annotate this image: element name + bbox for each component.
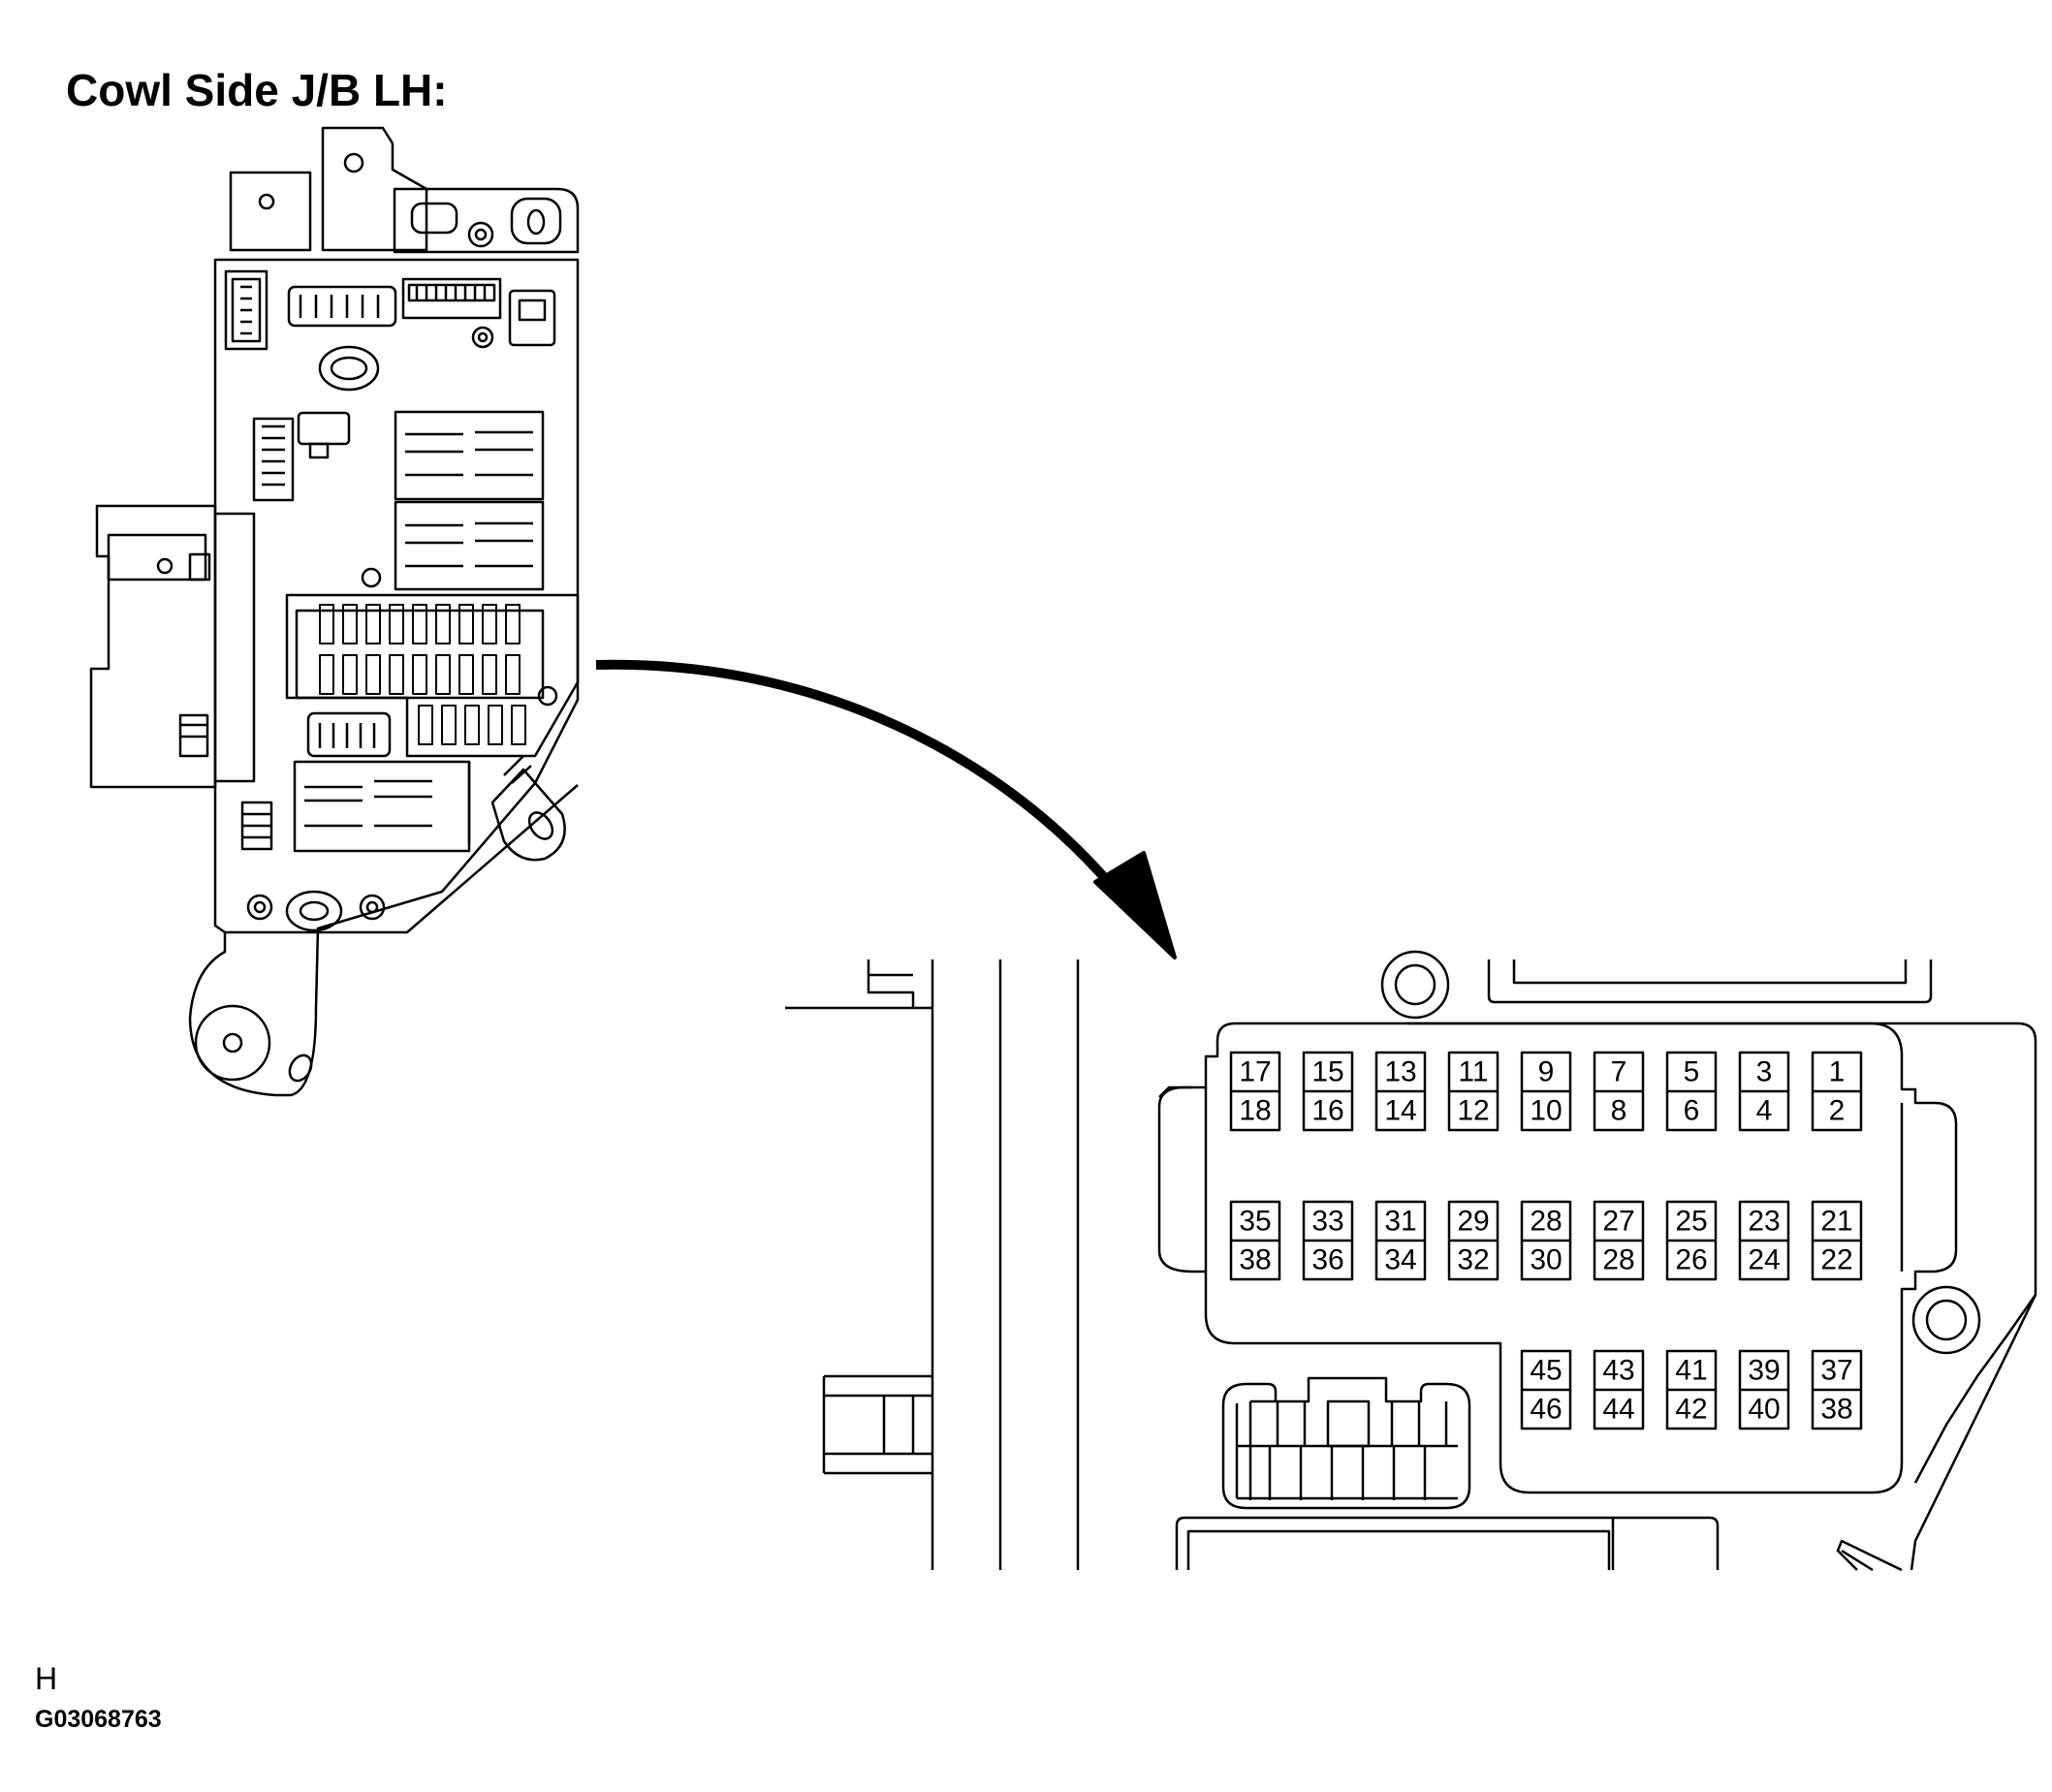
- terminal-number: 16: [1311, 1095, 1343, 1127]
- terminal-number: 1: [1829, 1056, 1846, 1088]
- terminal-number: 9: [1538, 1056, 1555, 1088]
- terminal-number: 30: [1530, 1244, 1562, 1276]
- terminal-number: 14: [1384, 1095, 1416, 1127]
- terminal-number: 33: [1311, 1206, 1343, 1238]
- terminal-number: 24: [1748, 1244, 1780, 1276]
- terminal-number: 28: [1530, 1206, 1562, 1238]
- terminal-number: 44: [1602, 1394, 1634, 1426]
- fuse-socket: 34: [1738, 1051, 1790, 1132]
- terminal-number: 8: [1611, 1095, 1627, 1127]
- terminal-number: 38: [1820, 1394, 1852, 1426]
- terminal-number: 17: [1239, 1056, 1271, 1088]
- terminal-number: 43: [1602, 1355, 1634, 1387]
- terminal-number: 42: [1675, 1394, 1707, 1426]
- terminal-number: 26: [1675, 1244, 1707, 1276]
- terminal-number: 22: [1820, 1244, 1852, 1276]
- terminal-number: 45: [1530, 1355, 1562, 1387]
- terminal-number: 28: [1602, 1244, 1634, 1276]
- enlarged-fuse-panel: 1718151613141112910785634123538333631342…: [785, 950, 2037, 1572]
- terminal-number: 31: [1384, 1206, 1416, 1238]
- terminal-number: 37: [1820, 1355, 1852, 1387]
- diagram-title: Cowl Side J/B LH:: [66, 65, 448, 115]
- fuse-socket: 78: [1593, 1051, 1645, 1132]
- terminal-number: 11: [1458, 1056, 1488, 1088]
- terminal-number: 4: [1756, 1095, 1773, 1127]
- terminal-number: 35: [1239, 1206, 1271, 1238]
- terminal-number: 10: [1530, 1095, 1562, 1127]
- terminal-number: 29: [1457, 1206, 1489, 1238]
- junction-block-overview: [89, 126, 580, 1097]
- terminal-number: 39: [1748, 1355, 1780, 1387]
- terminal-number: 38: [1239, 1244, 1271, 1276]
- terminal-number: 12: [1457, 1095, 1489, 1127]
- terminal-number: 25: [1675, 1206, 1707, 1238]
- terminal-number: 6: [1684, 1095, 1700, 1127]
- terminal-number: 7: [1611, 1056, 1627, 1088]
- footer-letter: H: [35, 1661, 58, 1696]
- terminal-number: 5: [1684, 1056, 1700, 1088]
- terminal-number: 41: [1675, 1355, 1707, 1387]
- terminal-number: 27: [1602, 1206, 1634, 1238]
- terminal-number: 21: [1820, 1206, 1852, 1238]
- terminal-number: 40: [1748, 1394, 1780, 1426]
- terminal-number: 15: [1311, 1056, 1343, 1088]
- terminal-number: 46: [1530, 1394, 1562, 1426]
- terminal-number: 23: [1748, 1206, 1780, 1238]
- terminal-number: 2: [1829, 1095, 1846, 1127]
- terminal-number: 32: [1457, 1244, 1489, 1276]
- figure-code: G03068763: [35, 1706, 162, 1733]
- terminal-number: 3: [1756, 1056, 1773, 1088]
- fuse-socket: 12: [1811, 1051, 1863, 1132]
- terminal-number: 36: [1311, 1244, 1343, 1276]
- fuse-socket: 910: [1520, 1051, 1572, 1132]
- terminal-number: 18: [1239, 1095, 1271, 1127]
- terminal-number: 13: [1384, 1056, 1416, 1088]
- fuse-cells: 1718151613141112910785634123538333631342…: [1229, 1051, 1863, 1430]
- callout-arrow: [595, 659, 1177, 959]
- terminal-number: 34: [1384, 1244, 1416, 1276]
- fuse-socket: 56: [1665, 1051, 1718, 1132]
